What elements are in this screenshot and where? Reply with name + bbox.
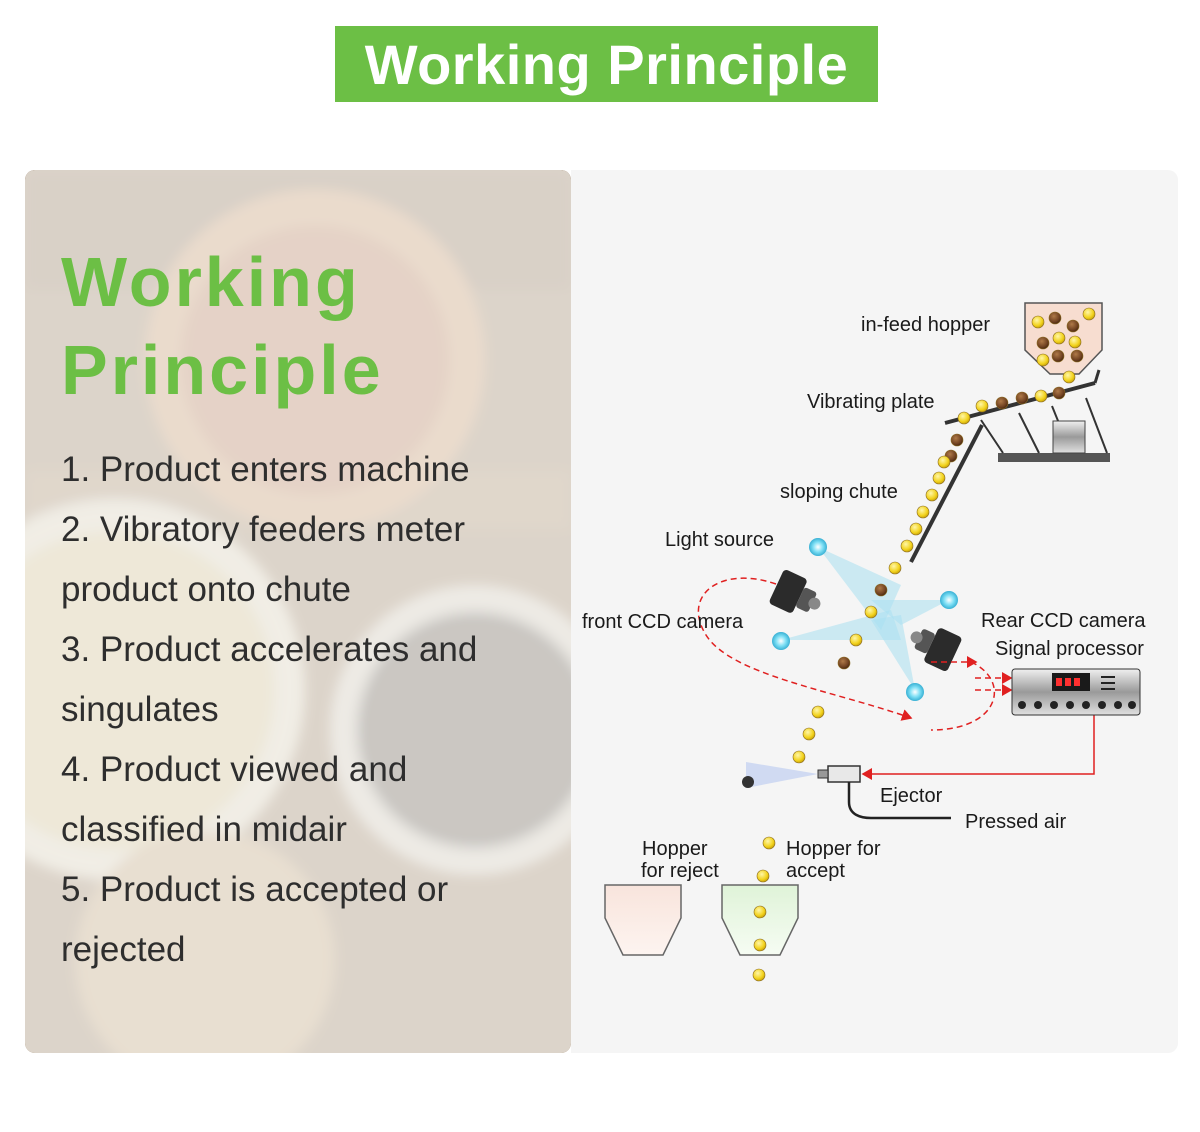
label-vibrating-plate: Vibrating plate <box>807 391 935 413</box>
bad-product <box>1052 386 1066 400</box>
bin-icon <box>604 884 799 956</box>
camera-icon <box>769 569 962 672</box>
good-product <box>925 488 939 502</box>
left-title: Working Principle <box>61 238 384 414</box>
good-product <box>1082 307 1096 321</box>
step-line: 2. Vibratory feeders meter <box>61 510 465 549</box>
bad-product <box>1051 349 1065 363</box>
good-product <box>762 836 776 850</box>
good-product <box>957 411 971 425</box>
bad-product <box>837 656 851 670</box>
label-signal-processor: Signal processor <box>995 638 1144 660</box>
step-line: classified in midair <box>61 810 347 849</box>
products <box>752 307 1096 982</box>
left-panel: Working Principle 1. Product enters mach… <box>25 170 571 1053</box>
label-accept-line2: accept <box>786 860 845 882</box>
ejector-icon <box>742 762 951 820</box>
step-line: 1. Product enters machine <box>61 450 470 489</box>
background-veil <box>25 170 571 1053</box>
good-product <box>888 561 902 575</box>
good-product <box>937 455 951 469</box>
page-banner: Working Principle <box>335 26 878 102</box>
signal-lines <box>697 577 1095 780</box>
label-reject-line2: for reject <box>641 860 719 882</box>
steps-list: 1. Product enters machine 2. Vibratory f… <box>61 440 561 980</box>
good-product <box>849 633 863 647</box>
label-accept-line1: Hopper for <box>786 838 881 860</box>
step-line: rejected <box>61 930 186 969</box>
label-pressed-air: Pressed air <box>965 811 1066 833</box>
good-product <box>752 968 766 982</box>
bad-product <box>1015 391 1029 405</box>
good-product <box>756 869 770 883</box>
step-line: 4. Product viewed and <box>61 750 408 789</box>
step-line: 3. Product accelerates and <box>61 630 478 669</box>
good-product <box>916 505 930 519</box>
label-sloping-chute: sloping chute <box>780 481 898 503</box>
bad-product <box>1036 336 1050 350</box>
label-reject-line1: Hopper <box>642 838 708 860</box>
step-line: 5. Product is accepted or <box>61 870 449 909</box>
good-product <box>802 727 816 741</box>
label-hopper: in-feed hopper <box>861 314 990 336</box>
good-product <box>1034 389 1048 403</box>
diagram-labels: in-feed hopper Vibrating plate sloping c… <box>582 314 1146 882</box>
label-ejector: Ejector <box>880 785 943 807</box>
bad-product <box>874 583 888 597</box>
good-product <box>900 539 914 553</box>
label-rear-camera: Rear CCD camera <box>981 610 1146 632</box>
good-product <box>1036 353 1050 367</box>
signal-processor-icon <box>1011 668 1141 716</box>
bad-product <box>950 433 964 447</box>
light-beams <box>781 547 949 690</box>
light-source-icon <box>772 538 958 701</box>
sloping-chute <box>909 424 984 563</box>
left-title-line1: Working <box>61 243 361 321</box>
good-product <box>753 938 767 952</box>
step-line: product onto chute <box>61 570 351 609</box>
step-line: singulates <box>61 690 219 729</box>
bad-product <box>1066 319 1080 333</box>
label-light-source: Light source <box>665 529 774 551</box>
good-product <box>1062 370 1076 384</box>
good-product <box>864 605 878 619</box>
good-product <box>1031 315 1045 329</box>
bad-product <box>1070 349 1084 363</box>
good-product <box>1068 335 1082 349</box>
banner-title: Working Principle <box>364 32 849 96</box>
sorter-diagram: in-feed hopper Vibrating plate sloping c… <box>582 302 1146 982</box>
bad-product <box>1048 311 1062 325</box>
good-product <box>792 750 806 764</box>
good-product <box>811 705 825 719</box>
label-front-camera: front CCD camera <box>582 611 744 633</box>
good-product <box>975 399 989 413</box>
good-product <box>932 471 946 485</box>
left-title-line2: Principle <box>61 331 384 409</box>
good-product <box>753 905 767 919</box>
good-product <box>909 522 923 536</box>
good-product <box>1052 331 1066 345</box>
bad-product <box>995 396 1009 410</box>
